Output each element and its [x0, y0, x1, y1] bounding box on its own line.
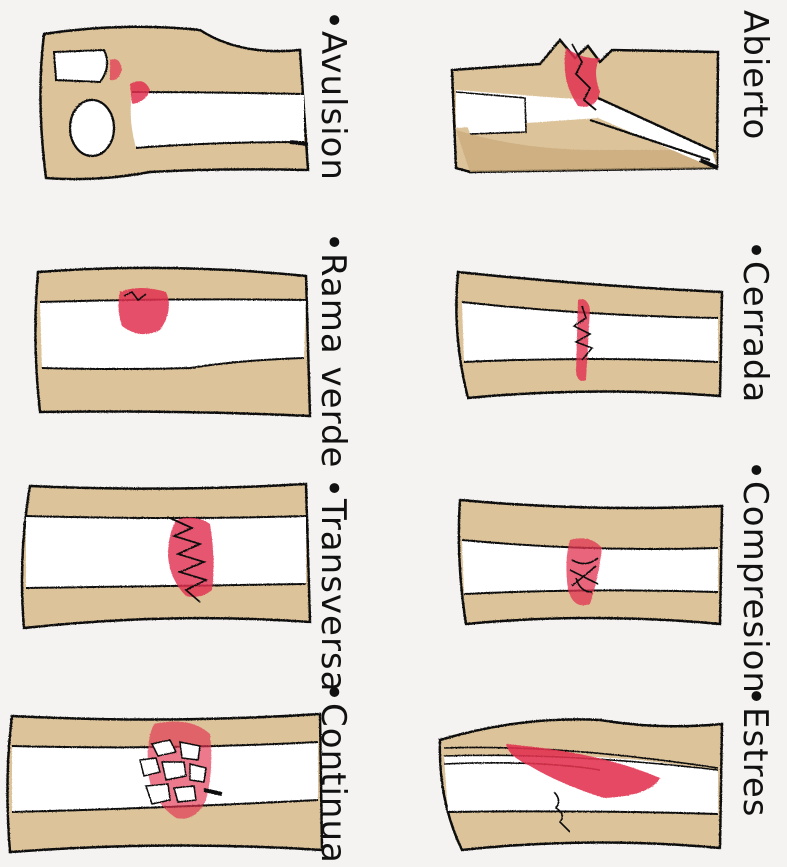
medullary-canal — [131, 92, 304, 148]
bone-estres — [440, 719, 722, 850]
bone-rama-verde — [35, 268, 310, 416]
label-transversa: •Transversa — [316, 478, 350, 692]
medullary-canal — [26, 516, 306, 588]
bone-cerrada — [456, 272, 722, 398]
medullary-canal — [40, 299, 306, 369]
label-rama-verde: •Rama verde — [316, 232, 350, 468]
label-avulsion: •Avulsion — [316, 10, 350, 181]
bone-abierto — [452, 40, 718, 172]
label-abierto: Abierto — [738, 10, 772, 140]
bone-hole — [70, 100, 114, 156]
avulsed-fragment — [54, 50, 107, 82]
label-estres: •Estres — [738, 686, 772, 817]
label-cerrada: •Cerrada — [738, 240, 772, 403]
bone-transversa — [22, 484, 310, 628]
bone-continua — [7, 714, 322, 852]
label-continua: •Continua — [316, 682, 350, 864]
label-compresion: •Compresion — [738, 460, 772, 694]
bone-avulsion — [40, 27, 308, 179]
bone-compresion — [459, 500, 722, 624]
